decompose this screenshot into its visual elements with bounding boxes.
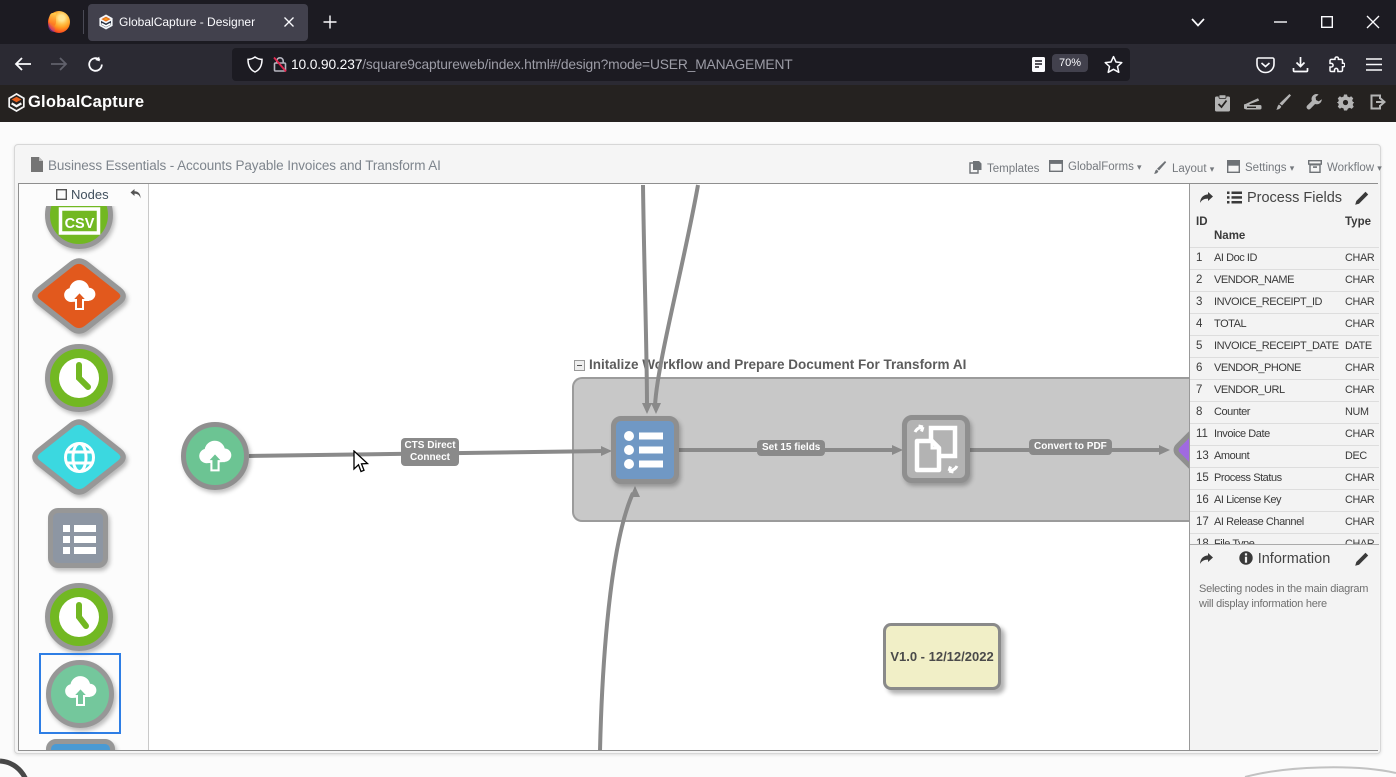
svg-text:CSV: CSV bbox=[65, 216, 95, 232]
